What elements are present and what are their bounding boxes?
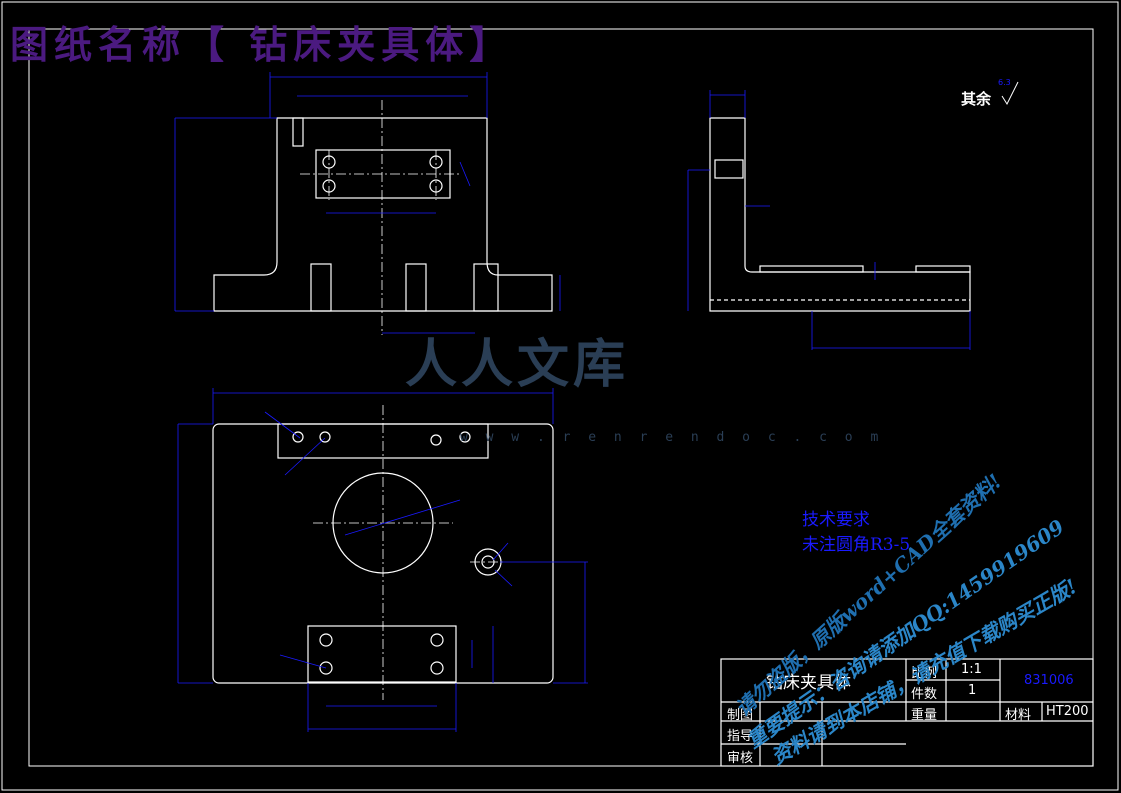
- surface-finish-note: 其余: [961, 90, 992, 108]
- drawn-label: 制图: [727, 708, 754, 723]
- material-label: 材料: [1005, 708, 1032, 723]
- tech-requirements-title: 技术要求: [802, 510, 870, 530]
- side-view-dimensions: [687, 90, 971, 350]
- title-block: [720, 658, 1094, 767]
- guide-label: 指导: [727, 729, 754, 744]
- scale-label: 比例: [911, 666, 938, 681]
- drawing-frame: [28, 28, 1094, 767]
- part-name: 钻床夹具体: [766, 673, 851, 693]
- renrendoc-logo: 人人文库: [405, 334, 630, 395]
- drawing-number: 831006: [1024, 673, 1074, 688]
- roughness-value: 6.3: [998, 78, 1011, 87]
- front-view: [213, 117, 553, 312]
- front-view-dimensions: [174, 72, 561, 334]
- front-view-centerlines: [300, 100, 460, 335]
- review-label: 审核: [727, 751, 754, 766]
- tech-requirements-item: 未注圆角R3-5: [802, 535, 911, 555]
- top-view-dimensions: [177, 388, 588, 732]
- top-view-centerlines: [313, 405, 506, 700]
- weight-label: 重量: [911, 708, 938, 723]
- drawing-title-banner: 图纸名称【 钻床夹具体】: [10, 22, 514, 67]
- scale-value: 1:1: [961, 662, 982, 677]
- quantity-value: 1: [968, 683, 977, 698]
- renrendoc-url: w w w . r e n r e n d o c . c o m: [460, 430, 884, 445]
- material-value: HT200: [1046, 704, 1089, 719]
- side-view: [709, 117, 971, 312]
- quantity-label: 件数: [911, 687, 938, 702]
- roughness-symbol: [1001, 81, 1019, 106]
